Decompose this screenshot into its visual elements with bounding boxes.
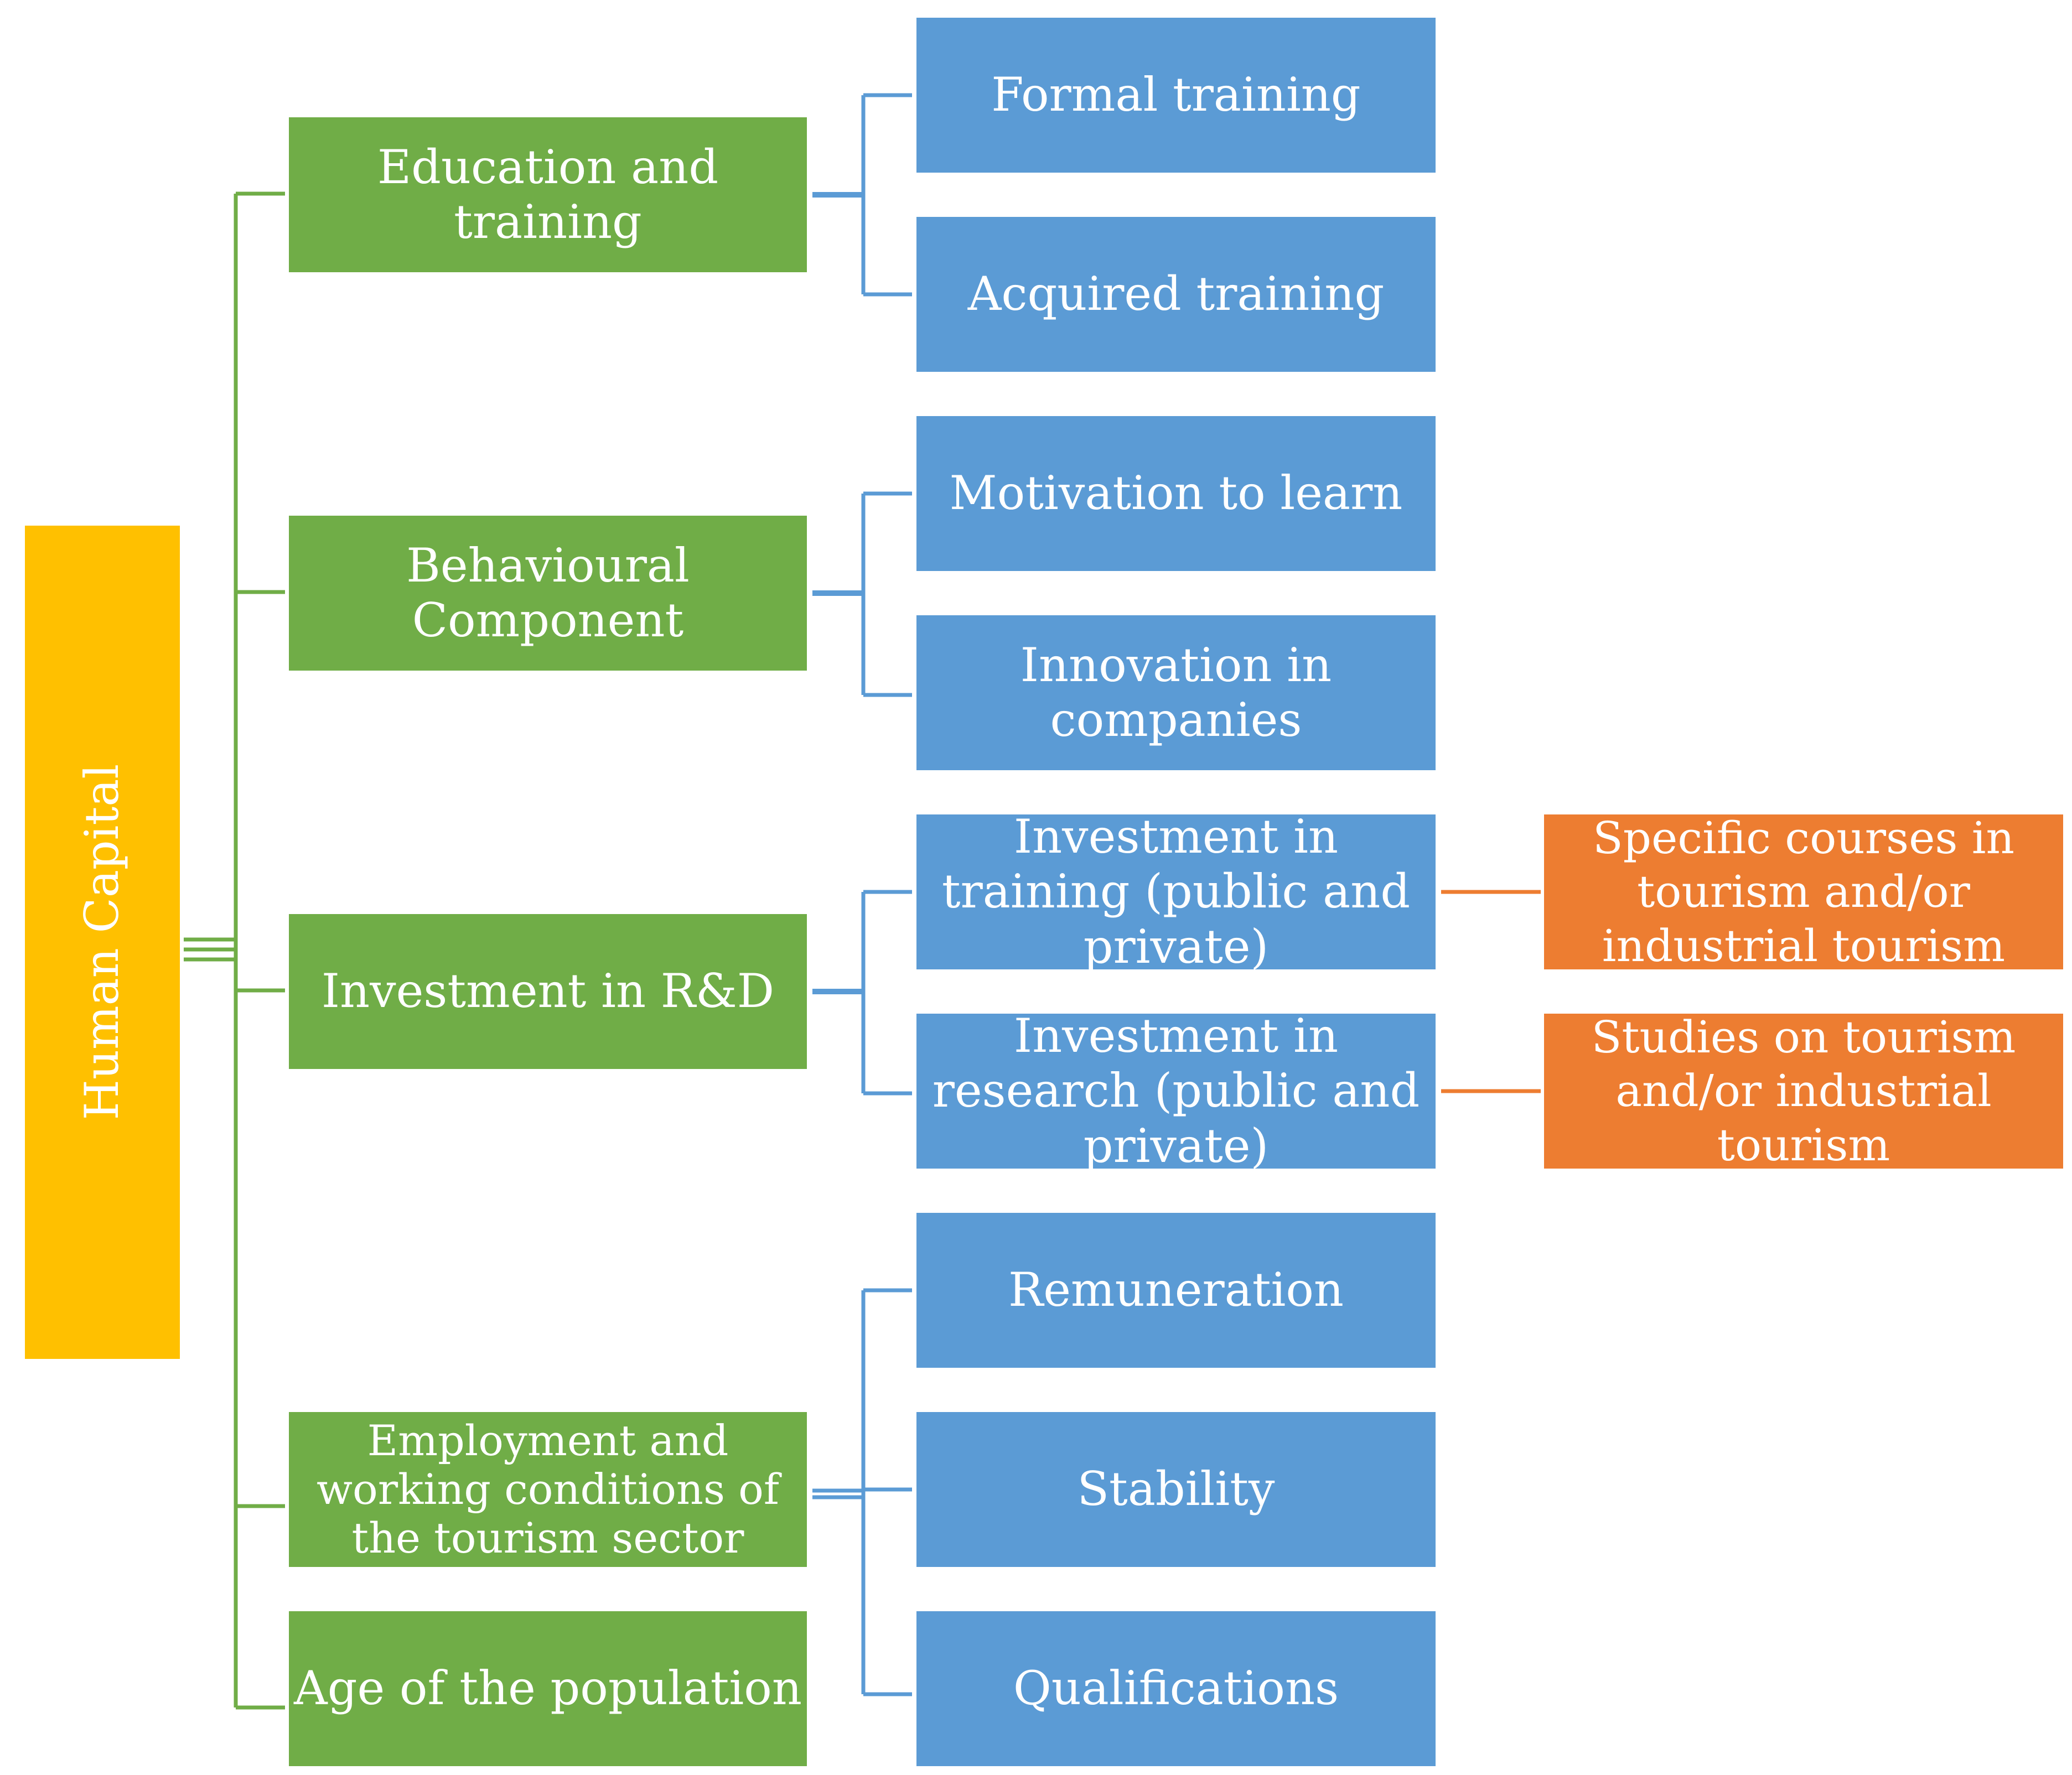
detail-studies: Studies on tourism and/or industrial tou…	[1544, 1011, 2063, 1171]
subitem-innovation: Innovation in companies	[916, 615, 1436, 770]
category-education: Education and training	[289, 117, 807, 272]
detail-connectors	[1441, 890, 1541, 1093]
subitem-remuneration: Remuneration	[916, 1213, 1436, 1368]
subitem-qualifications: Qualifications	[916, 1611, 1436, 1766]
detail-specific-courses: Specific courses in tourism and/or indus…	[1544, 812, 2063, 972]
category-age: Age of the population	[289, 1611, 807, 1766]
category-investment: Investment in R&D	[289, 914, 807, 1069]
subitem-motivation: Motivation to learn	[916, 416, 1436, 571]
subitem-formal-training: Formal training	[916, 18, 1436, 173]
category-connectors	[184, 191, 285, 1710]
subitem-connectors	[812, 93, 912, 1696]
subitem-stability: Stability	[916, 1412, 1436, 1567]
subitem-investment-research: Investment in research (public and priva…	[916, 1009, 1436, 1173]
category-behavioural: Behavioural Component	[289, 516, 807, 671]
root-label: Human Capital	[75, 764, 130, 1120]
root-node: Human Capital	[25, 526, 180, 1359]
category-employment: Employment and working conditions of the…	[289, 1412, 807, 1567]
subitem-investment-training: Investment in training (public and priva…	[916, 809, 1436, 974]
subitem-acquired-training: Acquired training	[916, 217, 1436, 372]
